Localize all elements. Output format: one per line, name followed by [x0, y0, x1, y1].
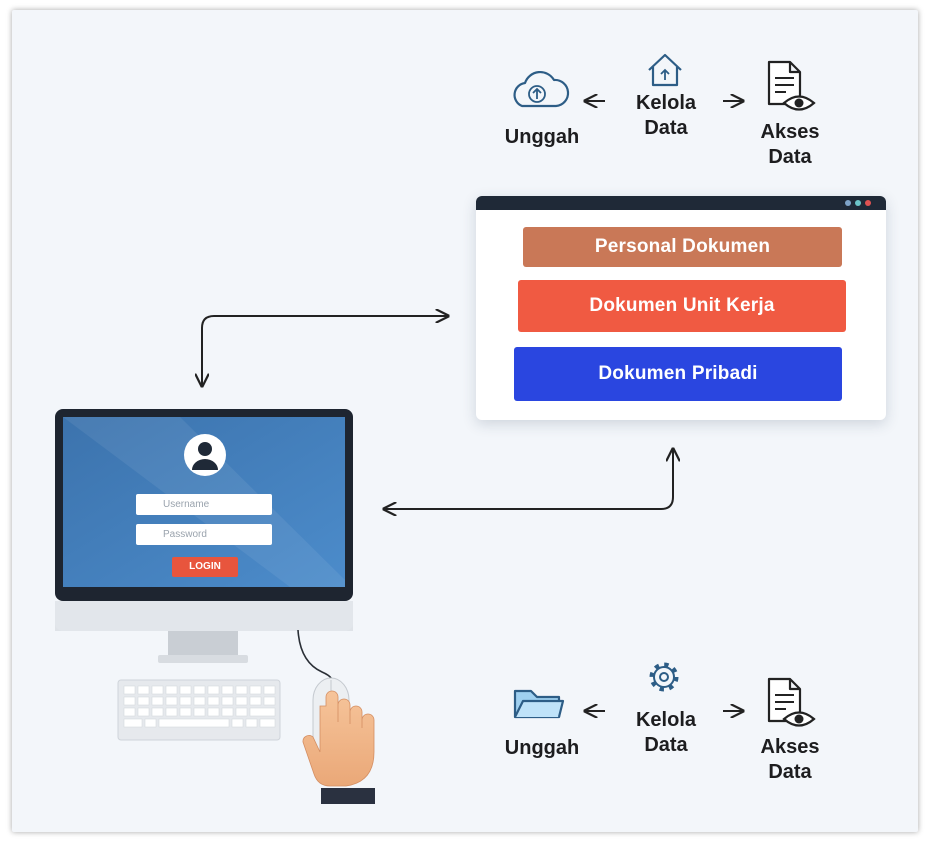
personal-dokumen-button[interactable]: Personal Dokumen [523, 227, 842, 267]
login-button[interactable]: LOGIN [172, 557, 238, 577]
document-eye-icon [767, 60, 816, 111]
window-dot [855, 200, 861, 206]
keyboard [117, 679, 281, 741]
dokumen-unit-kerja-button[interactable]: Dokumen Unit Kerja [518, 280, 846, 332]
panel-title-bar [476, 196, 886, 210]
connector-arrow-bottom [384, 449, 673, 509]
dokumen-pribadi-button[interactable]: Dokumen Pribadi [514, 347, 842, 401]
top-upload-label: Unggah [504, 126, 580, 148]
mouse-with-hand [297, 629, 375, 804]
top-manage-line2: Data [644, 117, 688, 139]
home-icon [648, 53, 682, 87]
top-access-line1: Akses [760, 121, 820, 143]
folder-icon [513, 689, 565, 719]
document-eye-icon [767, 677, 816, 727]
top-access-label: Akses Data [742, 120, 838, 170]
avatar [184, 434, 226, 476]
window-dot [845, 200, 851, 206]
username-input[interactable]: Username [136, 494, 272, 515]
bottom-access-label: Akses Data [742, 735, 838, 785]
bottom-manage-label: Kelola Data [618, 708, 714, 758]
bottom-manage-line1: Kelola [635, 709, 697, 731]
password-input[interactable]: Password [136, 524, 272, 545]
top-manage-label: Kelola Data [618, 91, 714, 141]
document-panel: Personal Dokumen Dokumen Unit Kerja Doku… [476, 196, 886, 420]
bottom-access-line1: Akses [760, 736, 820, 758]
bottom-upload-label: Unggah [504, 737, 580, 759]
window-dot [865, 200, 871, 206]
top-access-line2: Data [768, 146, 812, 168]
gear-icon [649, 662, 679, 692]
connector-arrow-top [202, 316, 448, 386]
bottom-manage-line2: Data [644, 734, 688, 756]
cloud-upload-icon [513, 71, 570, 108]
top-manage-line1: Kelola [635, 92, 697, 114]
bottom-access-line2: Data [768, 761, 812, 783]
